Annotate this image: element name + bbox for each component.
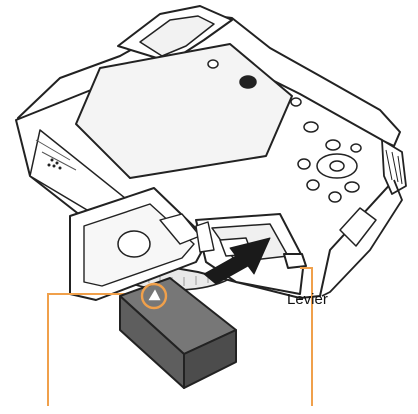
camera-rear-icon [16, 6, 406, 300]
lever [284, 254, 306, 268]
battery-pack-icon [120, 278, 236, 388]
lever-label: Levier [287, 291, 328, 308]
ae-af-lock-button [240, 76, 256, 88]
